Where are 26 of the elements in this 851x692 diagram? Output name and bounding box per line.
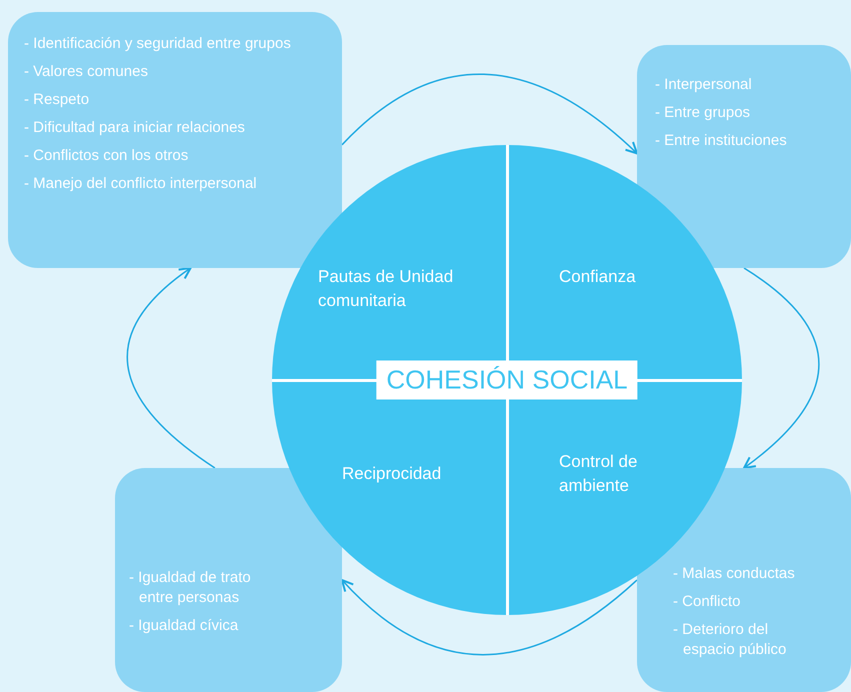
list-item: - Identificación y seguridad entre grupos bbox=[24, 34, 292, 54]
curved-arrow bbox=[341, 578, 638, 656]
curved-arrow bbox=[743, 267, 820, 470]
list-item: - Respeto bbox=[24, 90, 90, 110]
info-card bbox=[8, 12, 342, 268]
list-item: - Malas conductas bbox=[673, 564, 796, 584]
list-item: - Manejo del conflicto interpersonal bbox=[24, 174, 258, 194]
info-card bbox=[115, 468, 342, 692]
curved-arrow bbox=[341, 74, 638, 154]
info-card bbox=[637, 45, 851, 268]
list-item: - Igualdad de trato entre personas bbox=[129, 568, 252, 608]
list-item: - Valores comunes bbox=[24, 62, 149, 82]
list-item: - Dificultad para iniciar relaciones bbox=[24, 118, 246, 138]
list-item: - Conflicto bbox=[673, 592, 742, 612]
list-item: - Interpersonal bbox=[655, 75, 753, 95]
list-item: - Deterioro del espacio público bbox=[673, 620, 788, 660]
list-item: - Entre grupos bbox=[655, 103, 752, 123]
title-label: COHESIÓN SOCIAL bbox=[376, 360, 638, 400]
segment-label: Reciprocidad bbox=[342, 462, 492, 486]
segment-label: Control de ambiente bbox=[559, 450, 669, 498]
segment-label: Pautas de Unidad comunitaria bbox=[318, 265, 468, 313]
segment-label: Confianza bbox=[559, 265, 709, 289]
list-item: - Entre instituciones bbox=[655, 131, 788, 151]
list-item: - Conflictos con los otros bbox=[24, 146, 190, 166]
curved-arrow bbox=[127, 267, 216, 469]
list-item: - Igualdad cívica bbox=[129, 616, 240, 636]
